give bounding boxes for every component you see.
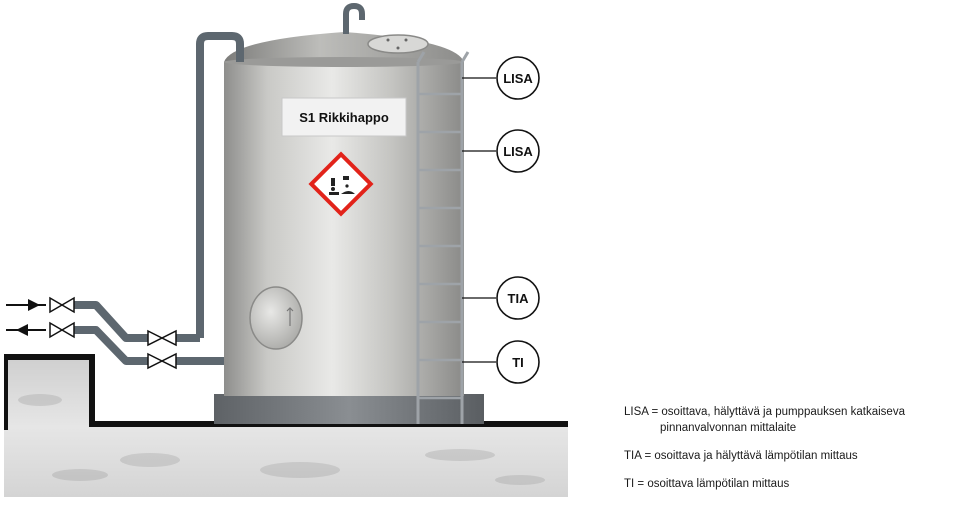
tank-label-plate: S1 Rikkihappo: [281, 97, 407, 137]
ladder: [416, 51, 470, 424]
legend-lisa-line2: pinnanvalvonnan mittalaite: [660, 422, 797, 434]
flow-arrow-icons: [6, 299, 46, 336]
legend-tia: TIA = osoittava ja hälyttävä lämpötilan …: [624, 450, 858, 462]
instrument-ti: TI: [496, 340, 540, 384]
manhole-icon: [249, 286, 303, 350]
legend-lisa-line1: LISA = osoittava, hälyttävä ja pumppauks…: [624, 406, 905, 418]
instrument-tag: TI: [512, 355, 524, 370]
corrosive-ghs-icon: [308, 151, 374, 217]
instrument-tia: TIA: [496, 276, 540, 320]
instrument-lisa-1: LISA: [496, 56, 540, 100]
instrument-leaders: [462, 77, 496, 363]
piping: [70, 301, 224, 365]
tank-label: S1 Rikkihappo: [299, 110, 389, 125]
legend-ti: TI = osoittava lämpötilan mittaus: [624, 478, 790, 490]
legend-lisa: LISA = osoittava, hälyttävä ja pumppauks…: [624, 404, 958, 436]
instrument-tag: LISA: [503, 71, 533, 86]
instrument-lisa-2: LISA: [496, 129, 540, 173]
instrument-tag: TIA: [508, 291, 530, 306]
valve-icons: [49, 296, 177, 370]
vent-pipe: [196, 32, 244, 338]
instrument-tag: LISA: [503, 144, 533, 159]
legend: LISA = osoittava, hälyttävä ja pumppauks…: [624, 404, 958, 504]
